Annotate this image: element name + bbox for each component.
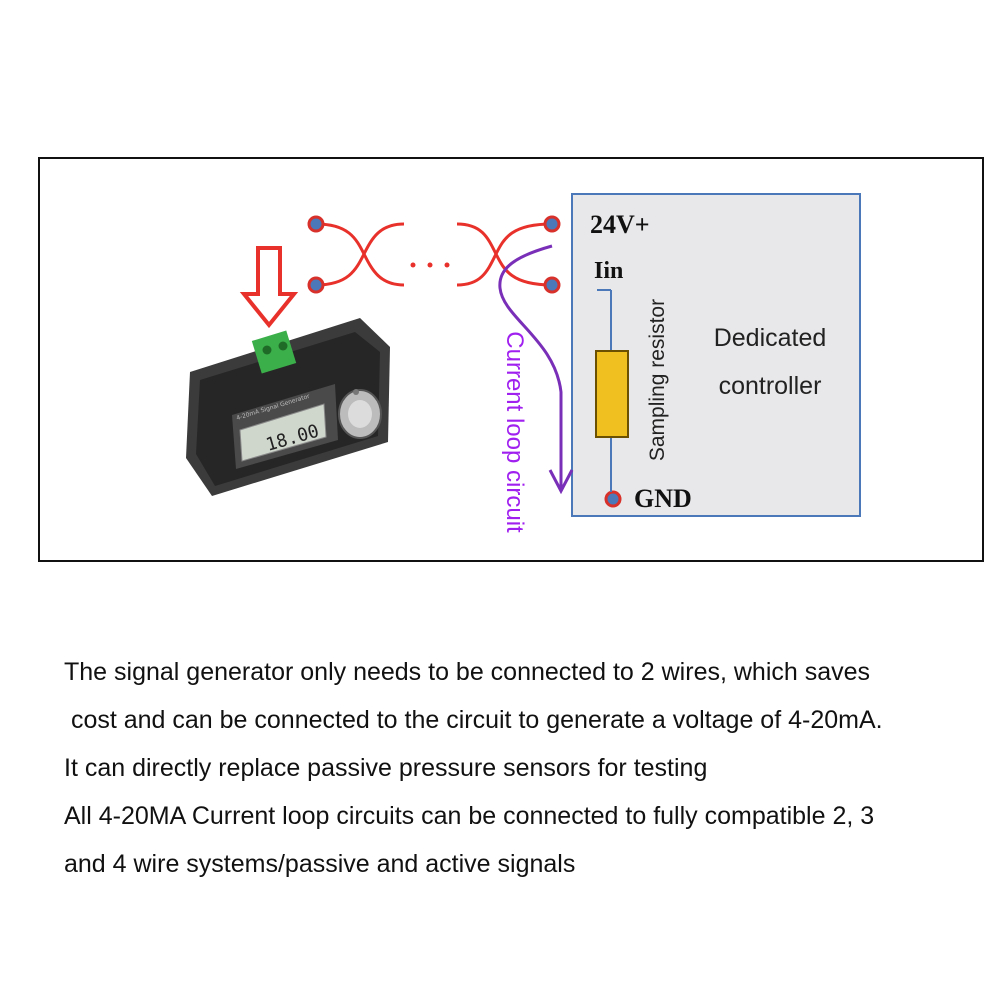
- description-line-4: All 4-20MA Current loop circuits can be …: [64, 802, 875, 830]
- label-iin: Iin: [594, 258, 624, 284]
- diagram-frame: [38, 157, 984, 562]
- sampling-resistor: [595, 289, 629, 492]
- ellipsis-dots: [410, 262, 450, 268]
- current-loop-arrow-icon: [498, 244, 574, 495]
- controller-label-line1: Dedicated: [713, 324, 827, 352]
- description-line-1: The signal generator only needs to be co…: [64, 658, 871, 686]
- description-line-3: It can directly replace passive pressure…: [64, 754, 708, 782]
- description-line-2: cost and can be connected to the circuit…: [64, 706, 883, 734]
- controller-label: Dedicated controller: [700, 314, 840, 410]
- signal-generator-device: 18.00 4-20mA Signal Generator: [186, 318, 390, 496]
- controller-label-line2: controller: [718, 372, 822, 400]
- label-24v: 24V+: [590, 210, 650, 239]
- label-gnd: GND: [634, 484, 692, 513]
- description-text: The signal generator only needs to be co…: [64, 648, 974, 888]
- sampling-resistor-label: Sampling resistor: [646, 298, 669, 462]
- current-loop-label: Current loop circuit: [501, 331, 528, 533]
- terminal-icons: [307, 215, 622, 508]
- twisted-pair-wires: [315, 222, 553, 287]
- down-arrow-icon: [239, 246, 299, 329]
- description-line-5: and 4 wire systems/passive and active si…: [64, 850, 576, 878]
